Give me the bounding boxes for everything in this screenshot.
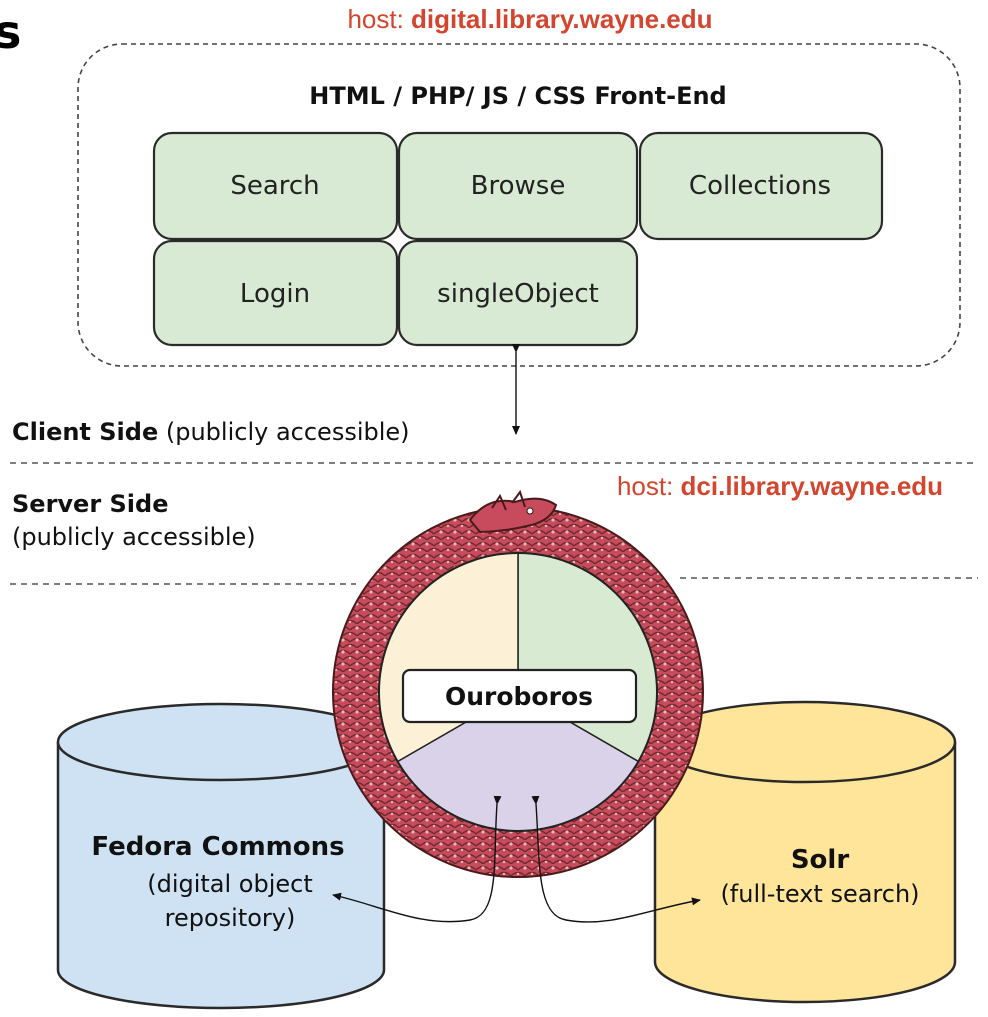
module-label: Browse xyxy=(471,171,566,201)
server-side-heading: Server Side xyxy=(12,490,168,518)
module-label: Search xyxy=(230,171,319,201)
module-browse: Browse xyxy=(397,131,639,241)
module-singleobject: singleObject xyxy=(397,239,639,347)
module-login: Login xyxy=(152,239,399,347)
ouroboros-label-box: Ouroboros xyxy=(401,668,638,724)
frontend-title: HTML / PHP/ JS / CSS Front-End xyxy=(309,82,726,110)
frontend-container xyxy=(77,43,961,367)
client-side-label: Client Side (publicly accessible) xyxy=(12,418,410,446)
ouroboros-solr-arrow xyxy=(531,795,701,923)
module-label: Login xyxy=(240,279,310,309)
corner-glyph: s xyxy=(0,5,21,59)
server-side-note: (publicly accessible) xyxy=(12,523,256,551)
module-label: Collections xyxy=(689,171,831,201)
module-search: Search xyxy=(152,131,399,241)
fedora-title: Fedora Commons xyxy=(91,832,344,862)
module-label: singleObject xyxy=(437,279,599,309)
fedora-desc-line1: (digital object xyxy=(147,870,313,898)
fedora-commons-cylinder: Fedora Commons (digital object repositor… xyxy=(56,702,386,1010)
module-collections: Collections xyxy=(638,131,884,241)
ouroboros-label: Ouroboros xyxy=(445,682,593,711)
solr-title: Solr xyxy=(791,845,850,875)
ouroboros-fedora-arrow xyxy=(332,795,502,923)
fedora-desc-line2: repository) xyxy=(165,904,296,932)
frontend-host-label: host: digital.library.wayne.edu xyxy=(347,4,712,34)
solr-desc: (full-text search) xyxy=(720,880,919,908)
ouroboros-serpent xyxy=(332,489,704,878)
server-host-label: host: dci.library.wayne.edu xyxy=(617,471,943,501)
solr-cylinder: Solr (full-text search) xyxy=(653,700,957,1004)
